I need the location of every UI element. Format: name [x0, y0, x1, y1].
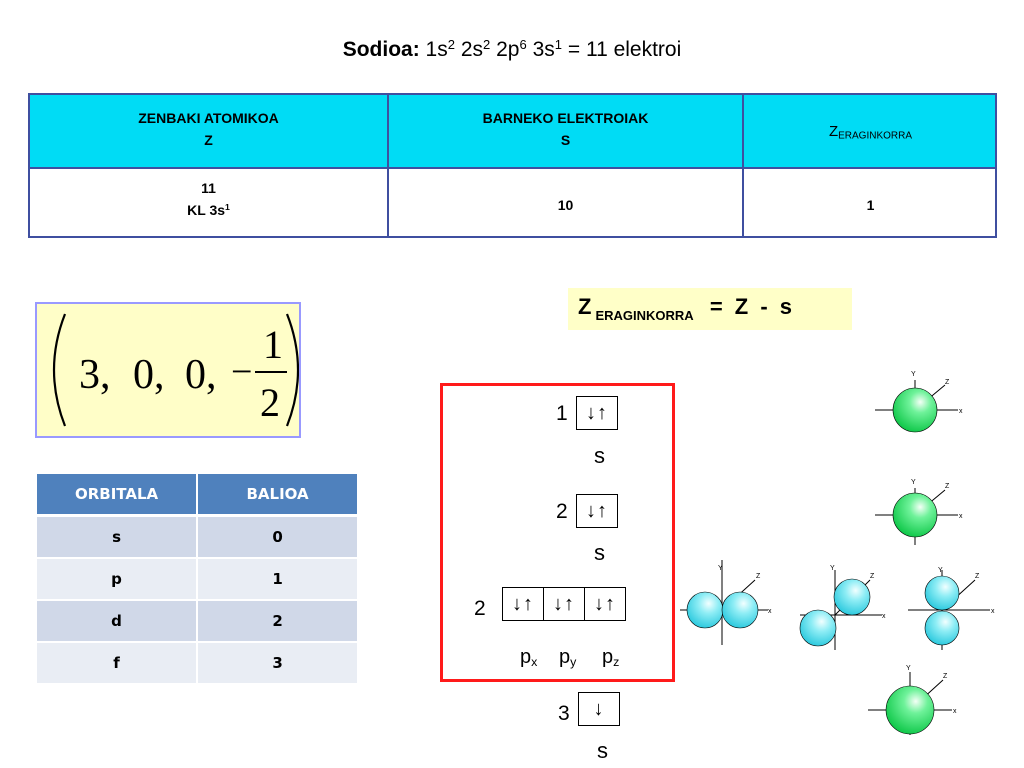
- svg-text:Y: Y: [911, 479, 916, 486]
- orbital-illustrations: Y Z x Y Z x Y Z x Y Z x: [680, 371, 995, 735]
- quantum-m: 0,: [185, 352, 217, 398]
- orbital-label-1s: s: [594, 443, 605, 468]
- label-px: px: [520, 646, 538, 670]
- core-electrons-frame: [440, 383, 675, 682]
- level-2p-number: 2: [474, 597, 486, 620]
- electron-pair-py: ↓↑: [543, 588, 584, 620]
- orbital-label-3s: s: [597, 738, 608, 763]
- title-result: = 11 elektroi: [567, 38, 682, 61]
- quantum-numbers-formula: 3, 0, 0, − 1 2: [52, 313, 300, 427]
- electron-single: ↓: [593, 697, 605, 720]
- header-effective-charge: ZERAGINKORRA: [828, 123, 913, 142]
- label-pz: pz: [602, 646, 620, 670]
- right-paren: [285, 313, 300, 427]
- header-inner-electrons: BARNEKO ELEKTROIAK S: [482, 110, 649, 148]
- orbital-label-2s: s: [594, 540, 605, 565]
- effective-charge-table: ZENBAKI ATOMIKOA Z BARNEKO ELEKTROIAK S …: [28, 93, 997, 238]
- svg-text:x: x: [882, 613, 886, 620]
- level-2s-number: 2: [556, 500, 568, 523]
- s-orbital-1s-icon: Y Z x: [875, 371, 963, 433]
- svg-text:Y: Y: [938, 567, 943, 574]
- fraction-denominator: 2: [260, 380, 280, 425]
- orbital-box-1s: ↓↑: [576, 396, 618, 430]
- header-orbital: ORBITALA: [37, 474, 198, 517]
- label-py: py: [559, 646, 577, 670]
- p-orbital-pz-icon: Y Z x: [908, 567, 995, 650]
- table-header: ORBITALA BALIOA: [37, 474, 357, 517]
- left-paren: [52, 313, 67, 427]
- svg-text:x: x: [959, 408, 963, 415]
- electron-pair: ↓↑: [586, 401, 608, 424]
- level-1-number: 1: [556, 402, 568, 425]
- svg-text:Z: Z: [975, 573, 980, 580]
- svg-text:Y: Y: [911, 371, 916, 378]
- p-orbital-px-icon: Y Z x: [680, 560, 772, 645]
- cell-atomic-number: 11 KL 3s1: [187, 180, 230, 218]
- electron-pair-pz: ↓↑: [584, 588, 625, 620]
- orbital-box-2s: ↓↑: [576, 494, 618, 528]
- p-orbital-py-icon: Y Z x: [799, 565, 886, 650]
- svg-text:Y: Y: [718, 565, 723, 572]
- cell-effective-charge: 1: [866, 197, 875, 213]
- s-orbital-3s-icon: Y Z x: [868, 665, 957, 735]
- title-element-name: Sodioa:: [342, 38, 420, 61]
- quantum-numbers-box: 3, 0, 0, − 1 2: [35, 302, 301, 438]
- quantum-l: 0,: [133, 352, 165, 398]
- svg-text:x: x: [953, 708, 957, 715]
- fraction-numerator: 1: [263, 322, 283, 367]
- svg-text:Z: Z: [870, 573, 875, 580]
- orbital-box-3s: ↓: [578, 692, 620, 726]
- page-title: Sodioa: 1s2 2s2 2p6 3s1 = 11 elektroi: [0, 38, 1024, 62]
- quantum-n: 3,: [79, 352, 111, 398]
- minus-sign: −: [231, 351, 252, 393]
- electron-pair-px: ↓↑: [512, 592, 534, 615]
- svg-text:Z: Z: [945, 483, 950, 490]
- orbital-box-2p: ↓↑ ↓↑ ↓↑: [502, 587, 626, 621]
- svg-text:Z: Z: [756, 573, 761, 580]
- svg-text:Z: Z: [945, 379, 950, 386]
- table-header-row: [30, 95, 995, 167]
- svg-text:Y: Y: [830, 565, 835, 572]
- svg-text:x: x: [768, 608, 772, 615]
- svg-text:x: x: [959, 513, 963, 520]
- electron-configuration: 1s2 2s2 2p6 3s1: [425, 36, 562, 61]
- electron-pair: ↓↑: [586, 499, 608, 522]
- cell-inner-electrons: 10: [557, 197, 574, 213]
- svg-text:Z: Z: [943, 673, 948, 680]
- header-atomic-number: ZENBAKI ATOMIKOA Z: [138, 110, 279, 148]
- svg-text:Y: Y: [906, 665, 911, 672]
- s-orbital-2s-icon: Y Z x: [875, 479, 963, 545]
- header-value: BALIOA: [196, 474, 357, 517]
- svg-text:x: x: [991, 608, 995, 615]
- level-3s-number: 3: [558, 702, 570, 725]
